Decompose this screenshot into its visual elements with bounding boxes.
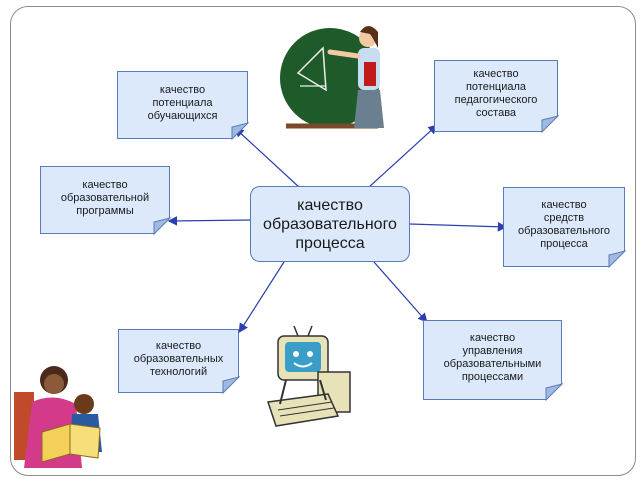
page-curl-icon — [231, 122, 249, 140]
node-technologies: качество образовательных технологий — [118, 329, 239, 393]
node-learners-label: качество потенциала обучающихся — [147, 83, 218, 122]
page-curl-icon — [541, 115, 559, 133]
node-program-label: качество образовательной программы — [60, 178, 150, 217]
center-node-label: качество образовательного процесса — [263, 196, 397, 252]
arrow-to-teachers — [367, 124, 438, 189]
page-curl-icon — [222, 376, 240, 394]
arrow-to-learners — [234, 127, 301, 189]
page-curl-icon — [608, 250, 626, 268]
node-technologies-label: качество образовательных технологий — [133, 339, 224, 378]
page-curl-icon — [545, 383, 563, 401]
cartoon-computer-illustration — [267, 325, 351, 427]
node-teachers: качество потенциала педагогического сост… — [434, 60, 558, 132]
node-management: качество управления образовательными про… — [423, 320, 562, 400]
arrow-to-management — [373, 261, 428, 323]
node-management-label: качество управления образовательными про… — [443, 332, 542, 383]
node-program: качество образовательной программы — [40, 166, 170, 234]
arrow-to-technologies — [238, 261, 285, 334]
center-node: качество образовательного процесса — [250, 186, 410, 262]
node-means: качество средств образовательного процес… — [503, 187, 625, 267]
teacher-at-blackboard-illustration — [280, 26, 384, 129]
page-curl-icon — [153, 217, 171, 235]
parent-reading-with-child-illustration — [14, 366, 102, 468]
arrow-to-means — [409, 221, 508, 232]
node-means-label: качество средств образовательного процес… — [517, 199, 611, 250]
node-teachers-label: качество потенциала педагогического сост… — [454, 68, 538, 119]
node-learners: качество потенциала обучающихся — [117, 71, 248, 139]
arrow-to-program — [167, 216, 253, 226]
